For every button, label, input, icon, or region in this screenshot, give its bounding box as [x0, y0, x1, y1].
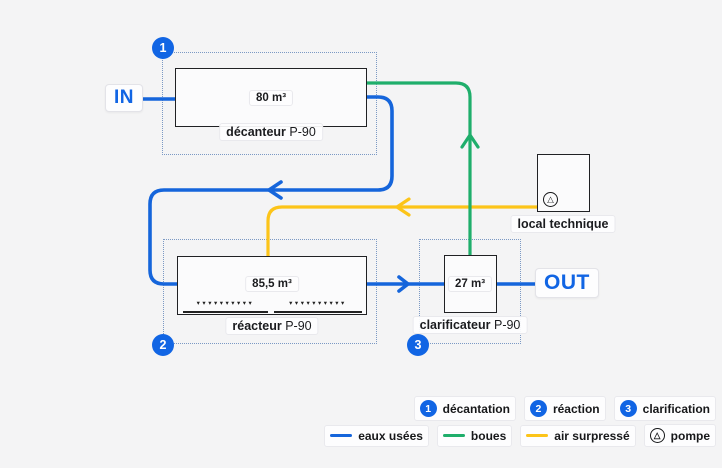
legend-pompe-label: pompe	[670, 428, 710, 443]
sludge-arrow-up-icon	[460, 133, 480, 149]
legend-step-decantation: 1 décantation	[413, 396, 516, 421]
legend-step-reaction: 2 réaction	[523, 396, 606, 421]
decanteur-volume-label: 80 m³	[248, 90, 294, 106]
legend-lines: eaux usées boues air surpressé △ pompe	[324, 424, 716, 447]
air-arrow-left-icon	[395, 197, 411, 217]
step-1-badge: 1	[419, 400, 437, 417]
pump-legend-glyph: △	[653, 430, 661, 441]
legend-step-clarification: 3 clarification	[613, 396, 716, 421]
decanteur-model: P-90	[289, 125, 316, 139]
legend-steps: 1 décantation 2 réaction 3 clarification	[413, 396, 716, 421]
step-2-badge: 2	[529, 400, 547, 417]
legend-air-surpresse: air surpressé	[520, 424, 636, 447]
step-2-label: réaction	[552, 401, 600, 416]
step-3-badge: 3	[619, 400, 637, 417]
clarificateur-label: clarificateur P-90	[412, 316, 528, 334]
legend-eaux-usees-label: eaux usées	[358, 428, 423, 443]
legend-eaux-usees: eaux usées	[324, 424, 429, 447]
clarificateur-model: P-90	[493, 318, 521, 332]
sludge-line-icon	[442, 433, 465, 438]
zone-badge-1: 1	[152, 37, 174, 59]
local-technique-label: local technique	[510, 215, 616, 233]
water-arrow-left-icon	[267, 180, 283, 200]
air-line-icon	[526, 433, 549, 438]
pump-legend-icon: △	[649, 428, 665, 443]
in-terminal: IN	[105, 84, 143, 112]
local-technique-box: △	[537, 154, 590, 212]
legend-air-surpresse-label: air surpressé	[554, 428, 630, 443]
step-1-label: décantation	[442, 401, 510, 416]
clarificateur-volume-label: 27 m³	[447, 276, 493, 292]
zone-reaction	[163, 239, 377, 344]
legend-pompe: △ pompe	[643, 424, 716, 447]
pipe-air-surpresse	[266, 205, 539, 258]
zone-decantation	[162, 52, 377, 155]
reacteur-name: réacteur	[232, 319, 282, 333]
zone-badge-2: 2	[152, 334, 174, 356]
water-line-icon	[330, 433, 353, 438]
decanteur-name: décanteur	[226, 125, 286, 139]
reacteur-model: P-90	[285, 319, 312, 333]
pump-glyph: △	[547, 194, 554, 205]
clarificateur-name: clarificateur	[419, 318, 491, 332]
water-arrow-right-icon	[397, 275, 410, 293]
reacteur-volume-label: 85,5 m³	[245, 276, 299, 292]
pump-icon: △	[543, 192, 558, 207]
aeration-diffuser-right: ▾▾▾▾▾▾▾▾▾▾	[274, 299, 362, 313]
legend-boues-label: boues	[470, 428, 507, 443]
aeration-diffuser-left: ▾▾▾▾▾▾▾▾▾▾	[183, 299, 268, 313]
reacteur-label: réacteur P-90	[225, 317, 319, 335]
decanteur-label: décanteur P-90	[219, 123, 323, 141]
reacteur-box: ▾▾▾▾▾▾▾▾▾▾ ▾▾▾▾▾▾▾▾▾▾	[177, 256, 367, 315]
legend-boues: boues	[436, 424, 513, 447]
step-3-label: clarification	[642, 401, 710, 416]
zone-badge-3: 3	[407, 334, 429, 356]
out-terminal: OUT	[535, 268, 599, 298]
pipe-boues	[365, 81, 472, 257]
